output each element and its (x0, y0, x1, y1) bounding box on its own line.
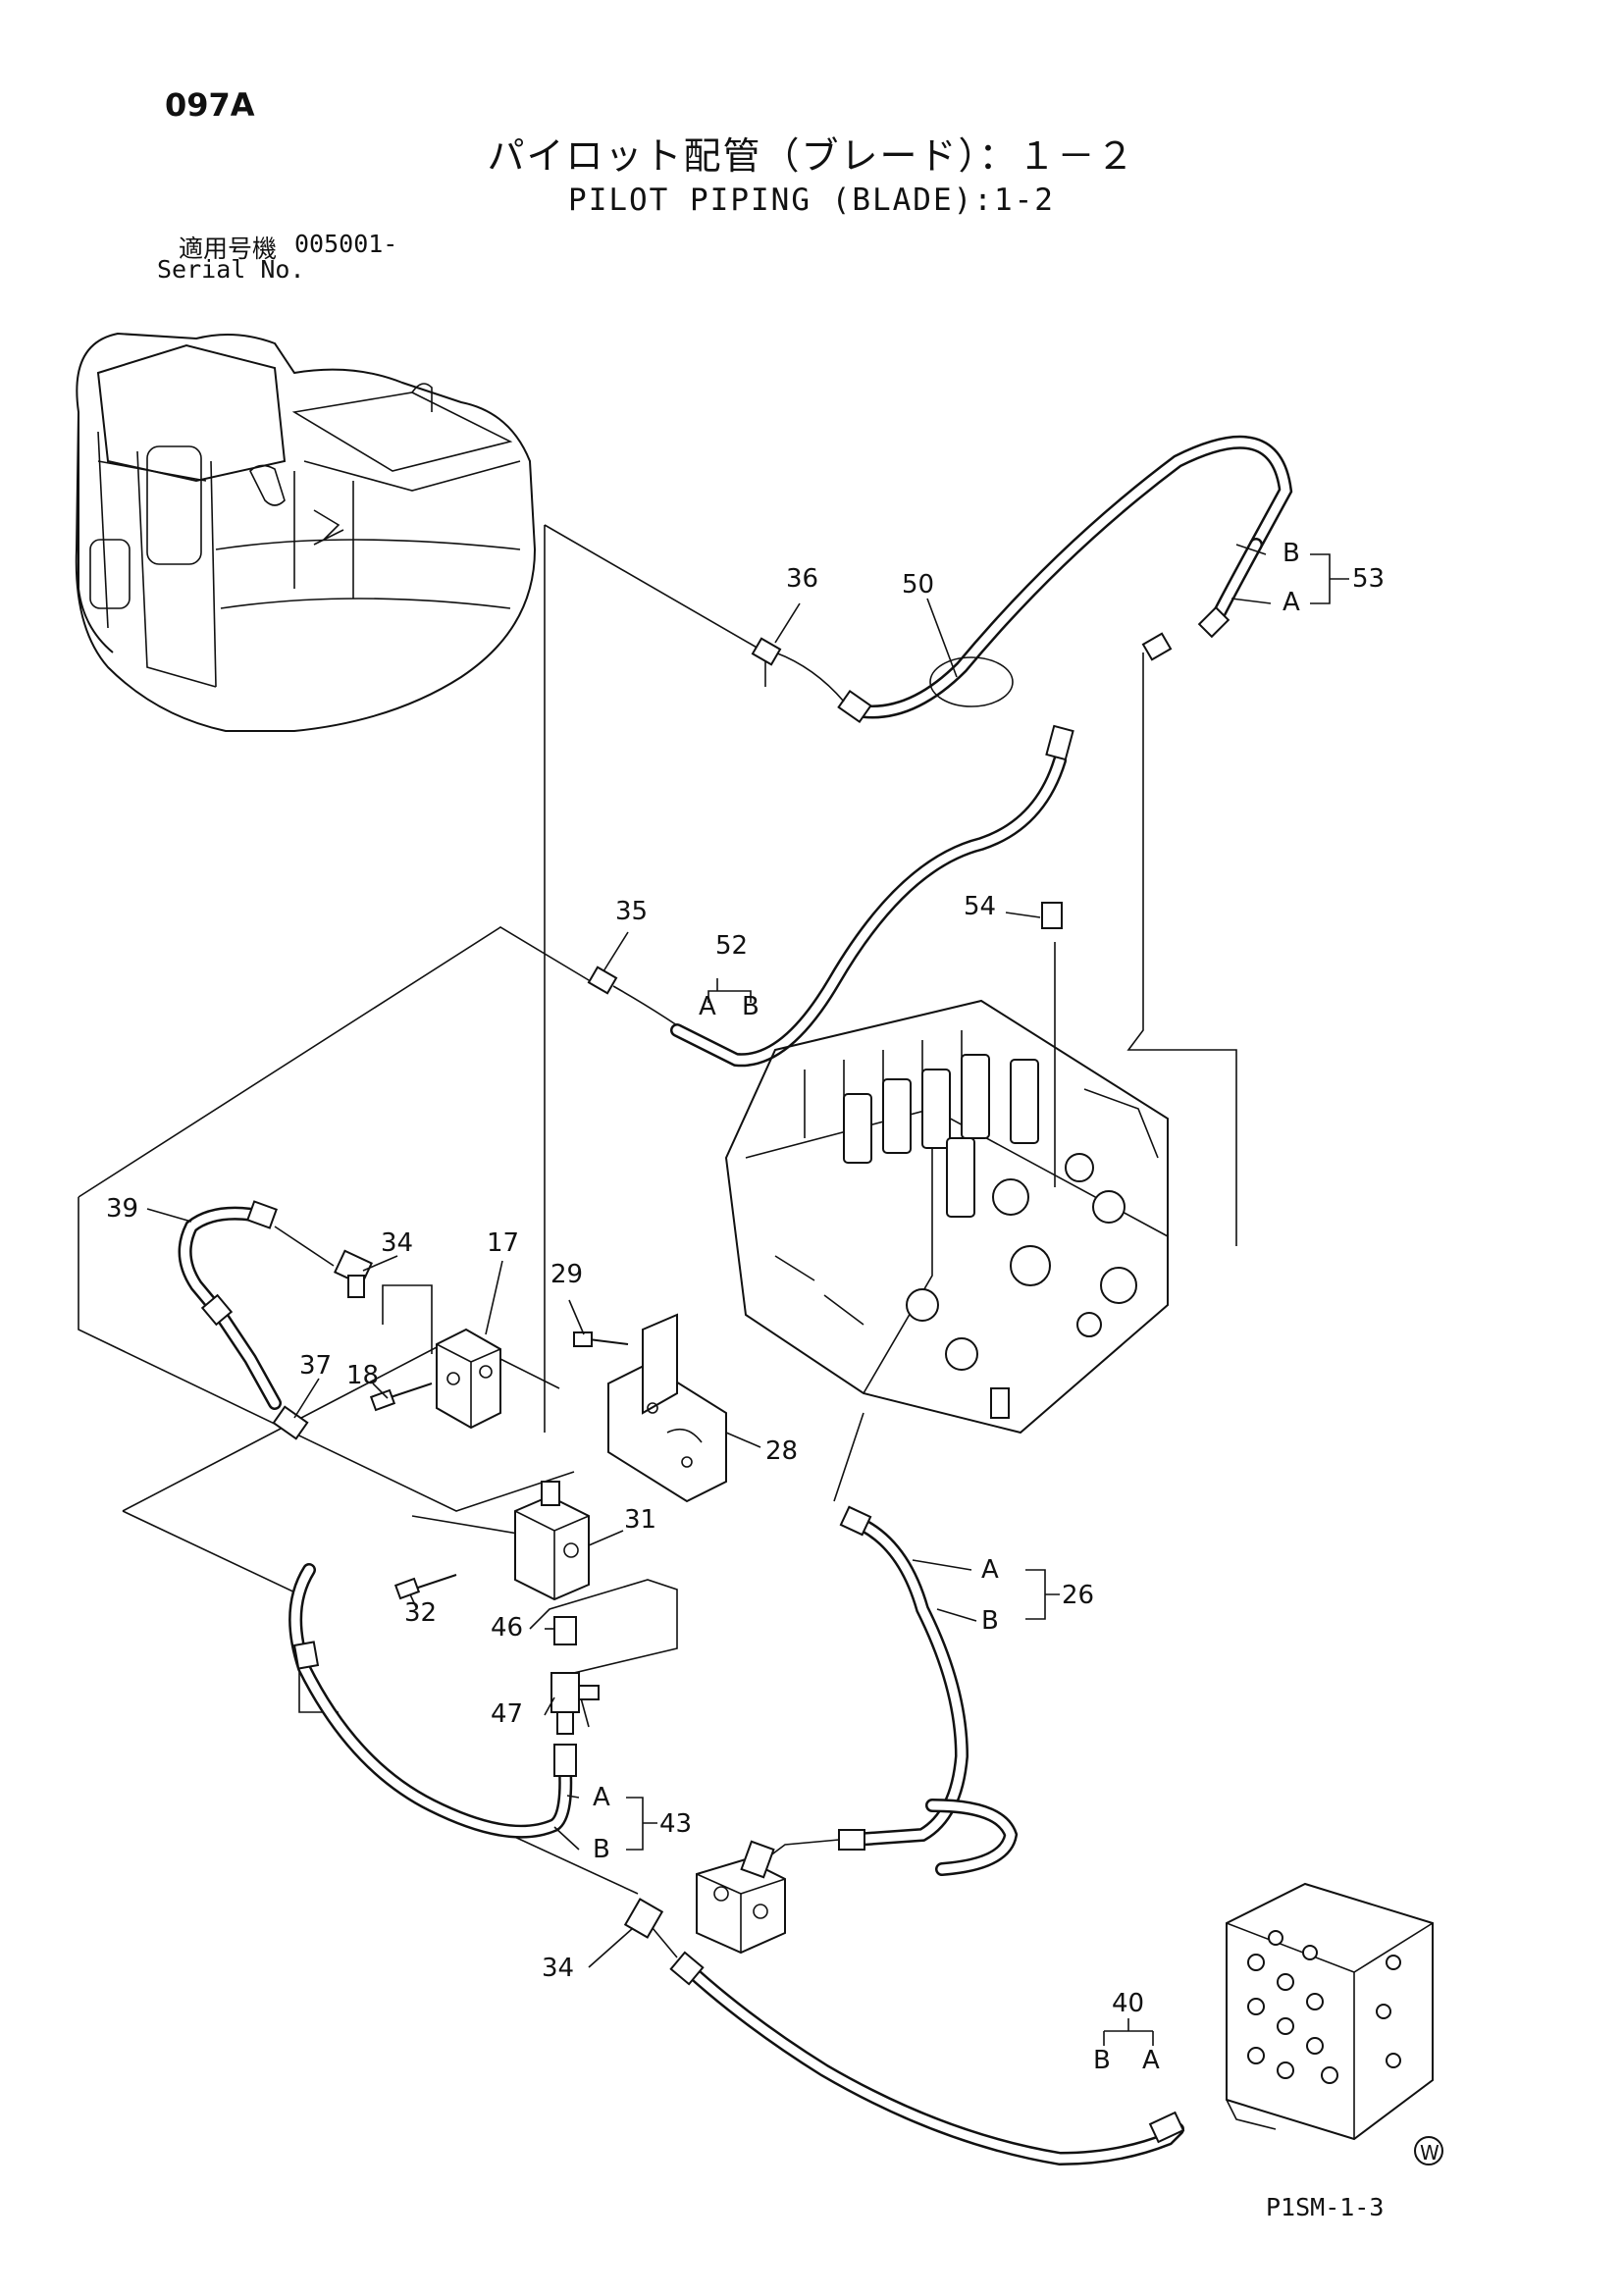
callout-32: 32 (404, 1598, 437, 1628)
callout-34-upper: 34 (381, 1228, 413, 1258)
hose-50 (774, 435, 1293, 724)
fittings-46-47 (550, 1616, 600, 1735)
callout-47: 47 (491, 1699, 523, 1729)
callout-31: 31 (624, 1505, 656, 1535)
callout-34-lower: 34 (542, 1954, 574, 1983)
end-label-52-b: B (742, 992, 759, 1021)
valve-block-17 (436, 1328, 560, 1430)
end-label-53-b: B (1283, 539, 1300, 568)
elbow-fittings (272, 1249, 373, 1440)
excavator-upper-illustration (75, 332, 537, 732)
end-label-26-b: B (981, 1606, 999, 1636)
title-english: PILOT PIPING (BLADE):1-2 (568, 183, 1055, 218)
hose-26 (764, 1505, 1019, 1876)
callout-37: 37 (299, 1351, 332, 1381)
serial-number: 005001- (294, 230, 398, 258)
hose-39 (178, 1200, 335, 1410)
drawing-code: P1SM-1-3 (1266, 2193, 1385, 2221)
page-id: 097A (165, 86, 255, 124)
svg-text:W: W (1420, 2141, 1440, 2165)
end-label-52-a: A (699, 992, 716, 1021)
callout-46: 46 (491, 1613, 523, 1643)
hose-end-labels: B A A B A B A B B A (593, 539, 1300, 2075)
end-label-43-a: A (593, 1783, 610, 1812)
callout-50: 50 (902, 570, 934, 600)
hose-40 (623, 1898, 1185, 2166)
callout-26: 26 (1062, 1581, 1094, 1610)
end-label-40-b: B (1093, 2046, 1111, 2075)
callout-29: 29 (550, 1260, 583, 1289)
end-label-26-a: A (981, 1555, 999, 1585)
circled-w-symbol: W (1414, 2136, 1443, 2166)
callout-labels: 36 50 53 35 52 54 39 34 17 29 18 37 28 3… (106, 564, 1385, 2018)
pilot-control-valve (1226, 1882, 1434, 2141)
fittings-upper (587, 632, 1173, 995)
leader-lines (146, 544, 1349, 2046)
valve-block-31 (514, 1481, 590, 1601)
callout-17: 17 (487, 1228, 519, 1258)
callout-40: 40 (1112, 1989, 1144, 2018)
callout-39: 39 (106, 1194, 138, 1224)
title-japanese: パイロット配管（ブレード）：１－２ (487, 134, 1136, 178)
serial-label-english: Serial No. (157, 255, 305, 284)
callout-35: 35 (615, 897, 648, 926)
serial-label-japanese: 適用号機 (179, 235, 278, 263)
callout-43: 43 (659, 1809, 692, 1839)
callout-28: 28 (765, 1436, 798, 1466)
hose-52 (612, 724, 1074, 1068)
lower-block (696, 1840, 786, 1955)
end-label-43-b: B (593, 1835, 610, 1864)
callout-53: 53 (1352, 564, 1385, 594)
guide-lines (78, 524, 1237, 1895)
bracket-28 (607, 1313, 727, 1503)
end-label-40-a: A (1142, 2046, 1160, 2075)
callout-18: 18 (346, 1361, 379, 1390)
end-label-53-a: A (1283, 588, 1300, 617)
hose-43 (288, 1563, 577, 1839)
callout-54: 54 (964, 892, 996, 921)
callout-36: 36 (786, 564, 818, 594)
callout-52: 52 (715, 931, 748, 961)
main-control-valve (724, 999, 1169, 1435)
